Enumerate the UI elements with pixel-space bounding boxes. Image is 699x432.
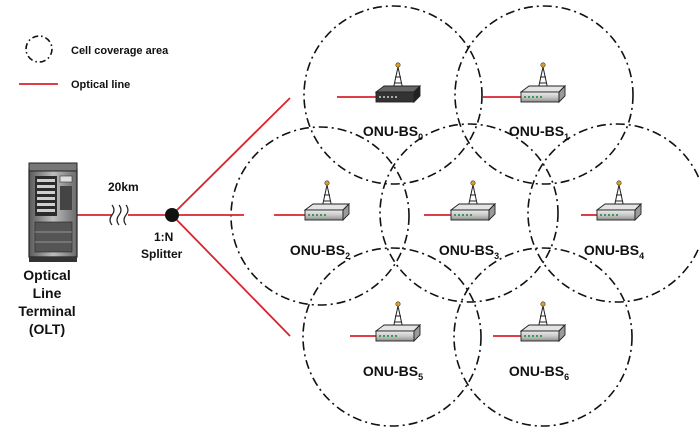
onu-bs-label-prefix: ONU-BS [363,123,418,139]
coverage-circle-0 [303,5,483,185]
onu-bs-label: ONU-BS6 [509,363,569,382]
onu-bs-label-index: 4 [639,251,644,261]
coverage-circle-2 [230,126,410,306]
olt-label-line-3: Terminal [18,303,75,319]
optical-lines [77,97,291,337]
onu-bs-label-prefix: ONU-BS [290,242,345,258]
onu-bs-label: ONU-BS4 [584,242,644,261]
onu-bs-label-index: 1 [564,132,569,142]
optical-line-to-lower [171,214,291,337]
onu-device-icon [374,84,422,104]
antenna-tip-icon [324,180,330,186]
onu-bs-label-prefix: ONU-BS [509,123,564,139]
fiber-distance-label: 20km [108,180,139,194]
antenna-tip-icon [540,301,546,307]
coverage-circle-1 [454,5,634,185]
onu-bs-0: ONU-BS0 [337,62,423,142]
onu-bs-label: ONU-BS2 [290,242,350,261]
onu-bs-label: ONU-BS0 [363,123,423,142]
coverage-circle-4 [527,123,699,303]
onu-bs-label-prefix: ONU-BS [584,242,639,258]
antenna-tip-icon [395,62,401,68]
onu-device-icon [303,202,351,222]
onu-bs-5: ONU-BS5 [350,301,423,382]
onu-bs-6: ONU-BS6 [493,301,569,382]
onu-bs-label-index: 5 [418,372,423,382]
olt-rack-icon [28,162,78,262]
coverage-circle-3 [379,123,559,303]
splitter-name-label: Splitter [141,247,183,261]
onu-device-icon [449,202,497,222]
onu-bs-label-prefix: ONU-BS [509,363,564,379]
fiber-break-symbol [109,204,129,226]
legend-coverage-symbol [25,35,53,63]
onu-bs-label: ONU-BS1 [509,123,569,142]
onu-bs-label-index: 6 [564,372,569,382]
antenna-tip-icon [540,62,546,68]
antenna-tip-icon [616,180,622,186]
onu-bs-label-prefix: ONU-BS [363,363,418,379]
legend-optical-label: Optical line [71,79,130,91]
onu-bs-3: ONU-BS3 [424,180,499,261]
coverage-circle-5 [302,247,482,427]
olt-label: Optical Line Terminal (OLT) [18,267,75,337]
legend: Cell coverage area Optical line [19,35,169,91]
splitter-ratio-label: 1:N [154,230,173,244]
onu-device-icon [519,323,567,343]
legend-coverage-label: Cell coverage area [71,45,169,57]
onu-bs-4: ONU-BS4 [581,180,644,261]
onu-bs-2: ONU-BS2 [274,180,351,261]
coverage-circle-6 [453,247,633,427]
onu-bs-label-index: 0 [418,132,423,142]
onu-bs-label: ONU-BS3 [439,242,499,261]
onu-bs-1: ONU-BS1 [483,62,569,142]
onu-bs-label-prefix: ONU-BS [439,242,494,258]
antenna-tip-icon [395,301,401,307]
splitter-node [165,208,179,222]
antenna-tip-icon [470,180,476,186]
olt-label-line-1: Optical [23,267,70,283]
onu-device-icon [519,84,567,104]
onu-device-icon [374,323,422,343]
onu-bs-label-index: 2 [345,251,350,261]
coverage-areas [230,5,699,427]
olt-label-line-4: (OLT) [29,321,65,337]
olt-label-line-2: Line [33,285,62,301]
onu-bs-label: ONU-BS5 [363,363,423,382]
onu-bs-label-index: 3 [494,251,499,261]
onu-device-icon [595,202,643,222]
optical-line-to-upper [171,97,291,216]
